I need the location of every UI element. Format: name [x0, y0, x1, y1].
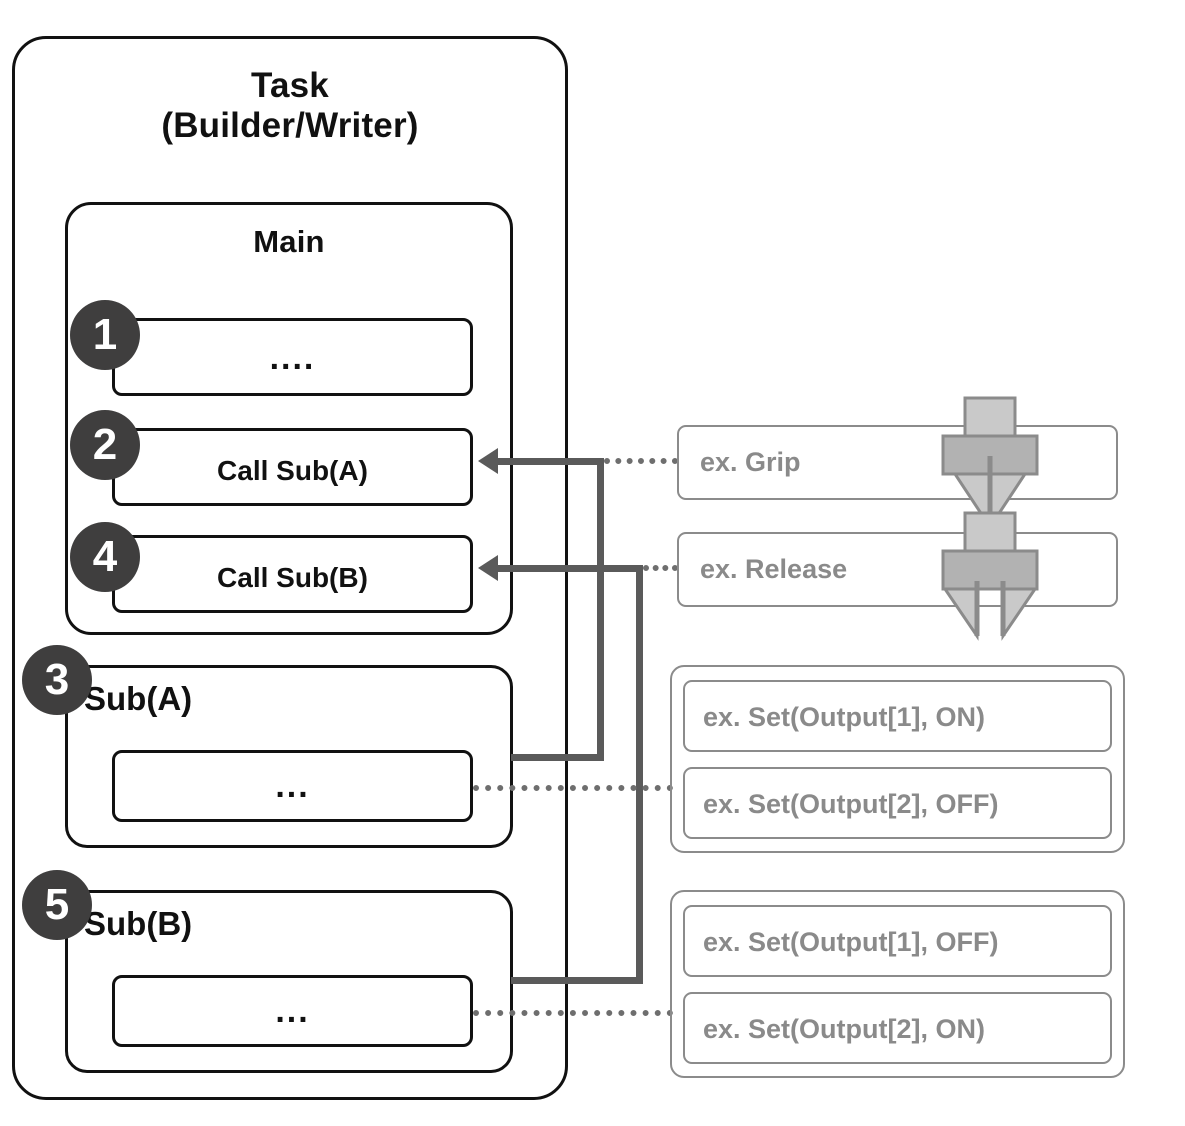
example-group-sub-a [670, 665, 1125, 853]
main-step-4-label: Call Sub(B) [217, 562, 368, 593]
connector-sub-b-horizontal-top [498, 565, 641, 572]
example-output-a1[interactable] [683, 680, 1112, 752]
sub-b-body-label: ... [275, 992, 310, 1030]
task-title: Task (Builder/Writer) [12, 66, 568, 146]
connector-sub-a-vertical [597, 458, 604, 758]
example-output-b1[interactable] [683, 905, 1112, 977]
task-title-line-2: (Builder/Writer) [161, 105, 419, 145]
example-output-a2[interactable] [683, 767, 1112, 839]
step-badge-5: 5 [22, 870, 92, 940]
dotted-connector-sub-b-outputs [473, 1010, 673, 1016]
connector-sub-a-horizontal-bottom [511, 754, 604, 761]
gripper-open-icon [941, 511, 1039, 641]
sub-a-title: Sub(A) [84, 680, 193, 717]
step-badge-4: 4 [70, 522, 140, 592]
sub-b-body-box[interactable]: ... [112, 975, 473, 1047]
dotted-connector-sub-a-outputs [473, 785, 673, 791]
example-output-b2[interactable] [683, 992, 1112, 1064]
step-badge-4-number: 4 [92, 532, 118, 581]
sub-a-body-label: ... [275, 767, 310, 805]
step-badge-2: 2 [70, 410, 140, 480]
dotted-connector-grip [604, 458, 678, 464]
main-step-2[interactable]: Call Sub(A) [112, 428, 473, 506]
connector-sub-b-horizontal-bottom [511, 977, 643, 984]
example-action-grip-label: ex. Grip [700, 447, 801, 477]
example-output-a1-label: ex. Set(Output[1], ON) [703, 702, 985, 732]
main-step-2-label: Call Sub(A) [217, 455, 368, 486]
connector-sub-a-horizontal-top [498, 458, 602, 465]
example-output-b2-label: ex. Set(Output[2], ON) [703, 1014, 985, 1044]
connector-sub-b-vertical [636, 565, 643, 981]
dotted-connector-release [643, 565, 678, 571]
step-badge-3-number: 3 [44, 655, 70, 704]
main-title-text: Main [253, 224, 325, 259]
connector-sub-b-arrowhead [478, 555, 498, 581]
example-group-sub-b [670, 890, 1125, 1078]
example-output-b1-label: ex. Set(Output[1], OFF) [703, 927, 999, 957]
step-badge-1: 1 [70, 300, 140, 370]
main-title: Main [65, 224, 513, 259]
main-step-1-label: .... [269, 339, 316, 377]
connector-sub-a-arrowhead [478, 448, 498, 474]
task-title-line-1: Task [251, 66, 329, 105]
sub-a-body-box[interactable]: ... [112, 750, 473, 822]
gripper-closed-icon [941, 396, 1039, 530]
step-badge-5-number: 5 [44, 880, 70, 929]
example-action-release-label: ex. Release [700, 554, 848, 584]
example-action-grip[interactable] [677, 425, 1118, 500]
step-badge-1-number: 1 [92, 310, 118, 359]
step-badge-3: 3 [22, 645, 92, 715]
example-action-release[interactable] [677, 532, 1118, 607]
example-output-a2-label: ex. Set(Output[2], OFF) [703, 789, 999, 819]
step-badge-2-number: 2 [92, 420, 118, 469]
main-step-1[interactable]: .... [112, 318, 473, 396]
main-step-4[interactable]: Call Sub(B) [112, 535, 473, 613]
sub-b-title: Sub(B) [84, 905, 193, 942]
